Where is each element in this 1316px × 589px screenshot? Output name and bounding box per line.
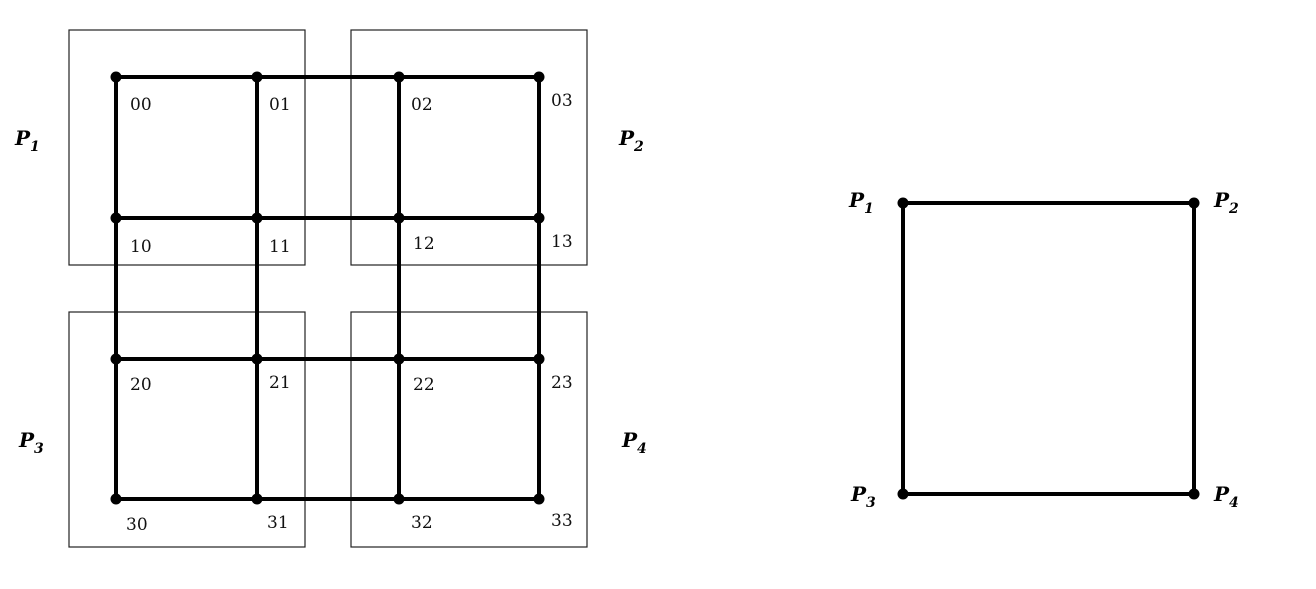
processor-box-p1 [68,29,306,266]
grid-node-31 [251,493,263,505]
grid-node-33 [533,493,545,505]
grid-node-01 [251,71,263,83]
grid-node-02 [393,71,405,83]
grid-label-01: 01 [269,95,291,115]
grid-nodes [110,71,545,505]
grid-node-23 [533,353,545,365]
grid-label-31: 31 [267,513,289,533]
right-diagram: P1 P2 P3 P4 [848,188,1239,511]
grid-label-32: 32 [411,513,433,533]
grid-label-21: 21 [269,373,291,393]
grid-node-21 [251,353,263,365]
grid-label-13: 13 [551,232,573,252]
processor-node-p1 [897,197,909,209]
grid-label-03: 03 [551,91,573,111]
processor-label-p3: P3 [18,428,44,457]
grid-node-03 [533,71,545,83]
grid-node-13 [533,212,545,224]
grid-label-00: 00 [130,95,152,115]
processor-node-label-p3: P3 [850,482,876,511]
grid-node-22 [393,353,405,365]
grid-label-11: 11 [269,237,291,257]
grid-node-30 [110,493,122,505]
processor-box-p4 [350,311,588,548]
processor-node-label-p2: P2 [1213,188,1239,217]
processor-box-p3 [68,311,306,548]
processor-box-p2 [350,29,588,266]
grid-node-20 [110,353,122,365]
processor-node-label-p1: P1 [848,188,874,217]
grid-label-30: 30 [126,515,148,535]
grid-label-02: 02 [411,95,433,115]
grid-label-20: 20 [130,375,152,395]
grid-label-12: 12 [413,234,435,254]
grid-label-22: 22 [413,375,435,395]
processor-label-p4: P4 [621,428,647,457]
processor-node-label-p4: P4 [1213,482,1239,511]
grid-node-12 [393,212,405,224]
processor-node-p4 [1188,488,1200,500]
processor-node-p3 [897,488,909,500]
grid-node-32 [393,493,405,505]
grid-label-10: 10 [130,237,152,257]
processor-node-p2 [1188,197,1200,209]
grid-node-00 [110,71,122,83]
left-diagram: 00 01 02 03 10 11 12 13 20 21 22 23 30 3… [14,29,647,548]
processor-label-p1: P1 [14,126,40,155]
grid-label-33: 33 [551,511,573,531]
grid-node-11 [251,212,263,224]
grid-label-23: 23 [551,373,573,393]
processor-label-p2: P2 [618,126,644,155]
grid-node-10 [110,212,122,224]
